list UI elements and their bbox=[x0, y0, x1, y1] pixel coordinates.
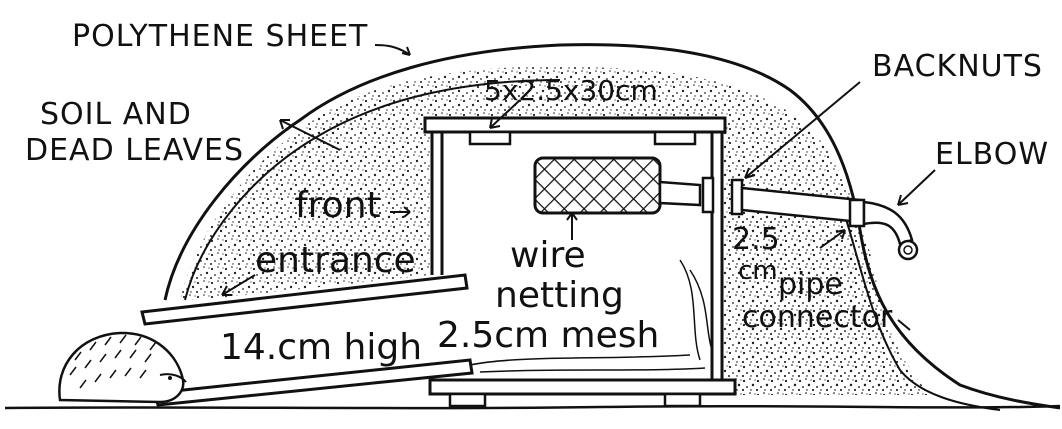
floor-block-left bbox=[448, 392, 487, 408]
soil-mound-right bbox=[735, 200, 930, 395]
label-dimensions: 5x2.5x30cm bbox=[484, 74, 658, 107]
label-pipe-size-2: cm bbox=[738, 256, 778, 286]
label-connector: connector bbox=[742, 300, 893, 335]
arrow-connector bbox=[819, 229, 846, 249]
label-entrance: entrance bbox=[255, 240, 416, 281]
label-mesh: 2.5cm mesh bbox=[437, 315, 660, 356]
tunnel-roof-plank bbox=[140, 273, 469, 326]
label-wire: wire bbox=[510, 235, 586, 276]
box-lid bbox=[423, 116, 727, 134]
pipe-elbow bbox=[862, 200, 914, 246]
label-pipe-size-1: 2.5 bbox=[732, 222, 780, 257]
lid-block-left bbox=[468, 130, 512, 146]
pipe-connector bbox=[848, 198, 866, 228]
polythene-sheet-drape bbox=[839, 199, 1001, 411]
hedgehog bbox=[58, 331, 187, 404]
label-pipe: pipe bbox=[778, 267, 843, 302]
label-polythene-sheet: POLYTHENE SHEET bbox=[72, 19, 369, 54]
label-front: front bbox=[295, 185, 381, 226]
arrow-entrance bbox=[221, 274, 256, 296]
label-elbow: ELBOW bbox=[935, 137, 1049, 172]
ventilation-pipe bbox=[658, 180, 702, 207]
arrow-pipe bbox=[897, 319, 911, 331]
floor-block-right bbox=[663, 392, 702, 408]
arrows bbox=[221, 44, 936, 331]
nest-scribble bbox=[469, 259, 713, 373]
elbow-opening-inner bbox=[903, 245, 913, 255]
box-floor bbox=[428, 378, 737, 396]
label-netting: netting bbox=[495, 275, 624, 316]
arrow-backnuts bbox=[744, 81, 861, 179]
polythene-sheet-fold bbox=[184, 79, 561, 301]
backnut-outer bbox=[730, 178, 744, 216]
arrow-dimensions bbox=[489, 99, 521, 129]
label-backnuts: BACKNUTS bbox=[872, 49, 1043, 84]
arrow-soil bbox=[279, 119, 341, 151]
lid-block-right bbox=[653, 130, 697, 146]
wire-netting-cylinder bbox=[533, 156, 662, 215]
backnut-inner bbox=[701, 176, 715, 214]
polythene-sheet bbox=[163, 43, 1061, 410]
label-soil-line2: DEAD LEAVES bbox=[25, 133, 245, 168]
ground-line bbox=[4, 404, 1061, 410]
label-soil-line1: SOIL AND bbox=[40, 97, 192, 132]
arrow-elbow bbox=[897, 169, 936, 206]
label-height: 14.cm high bbox=[220, 327, 423, 368]
